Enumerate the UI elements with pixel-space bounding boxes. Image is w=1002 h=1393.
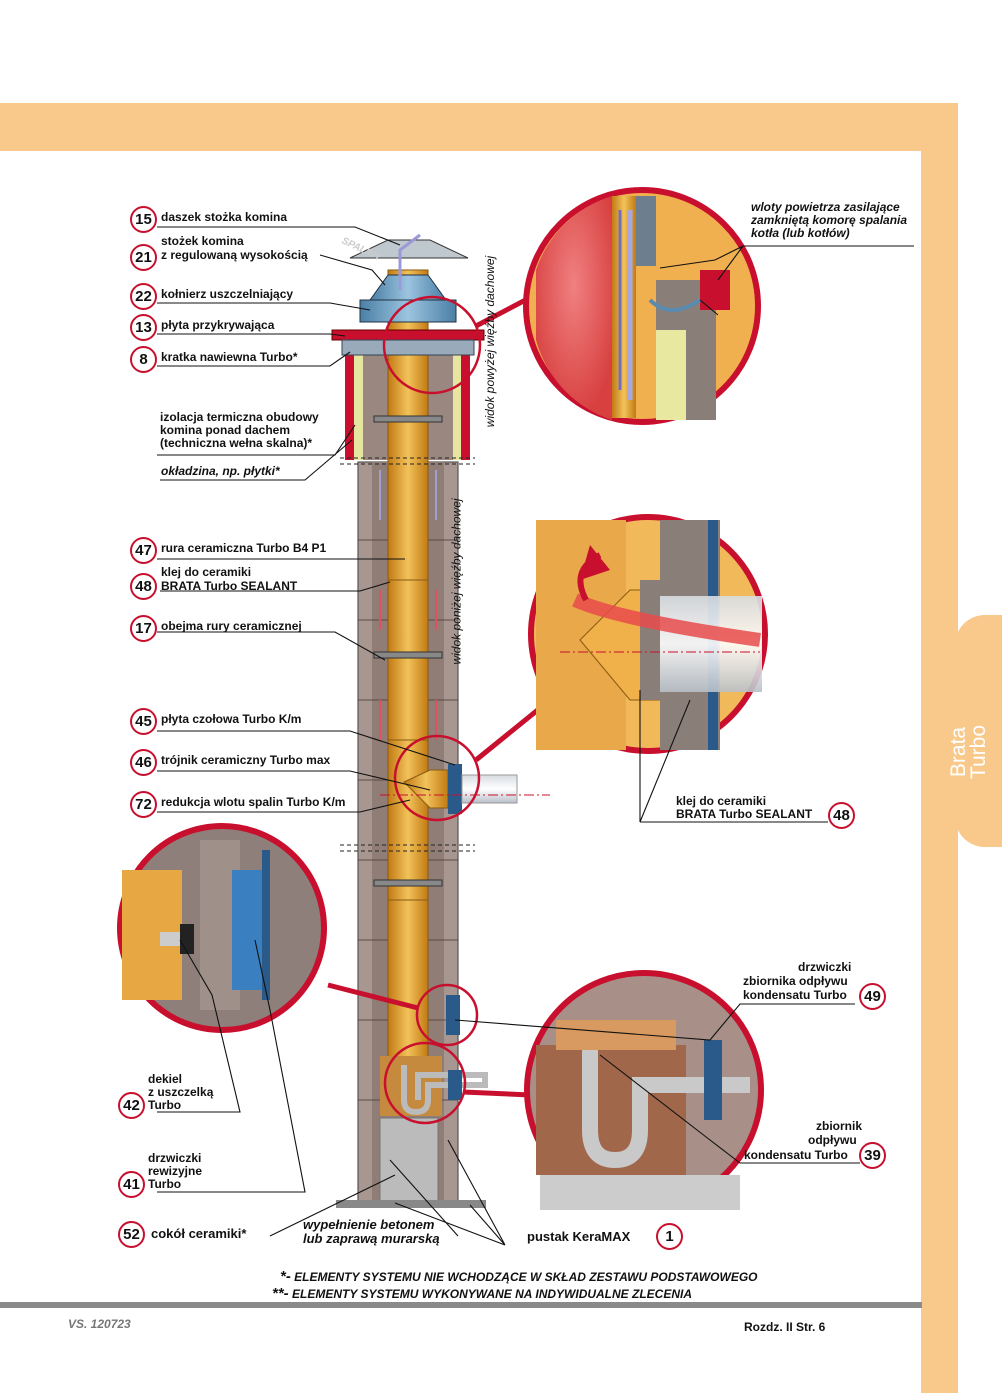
condensate-door [448, 1070, 462, 1100]
page-reference: Rozdz. II Str. 6 [744, 1320, 826, 1334]
callout-number-39: 39 [859, 1142, 886, 1169]
roof-cladding-left [345, 355, 354, 460]
cover-plate [331, 329, 485, 341]
label-flue-inlet-reduction: redukcja wlotu spalin Turbo K/m [161, 795, 346, 809]
chimney-column [331, 233, 550, 1208]
ceramic-pipe [387, 269, 429, 1061]
footnote-2: **- ELEMENTY SYSTEMU WYKONYWANE NA INDYW… [272, 1285, 693, 1302]
label-keramax-block: pustak KeraMAX [527, 1229, 631, 1244]
version-code: VS. 120723 [68, 1317, 131, 1331]
label-ceramic-tee: trójnik ceramiczny Turbo max [161, 753, 331, 767]
label-concrete-fill-line1: wypełnienie betonem [303, 1217, 435, 1232]
inspection-door [446, 995, 460, 1035]
front-plate [448, 764, 462, 814]
label-insulation-line1: izolacja termiczna obudowy [160, 410, 319, 424]
callout-number-15: 15 [130, 206, 157, 233]
callout-number-48: 48 [130, 573, 157, 600]
pipe-clamps [373, 415, 443, 887]
label-sealant-right-line1: klej do ceramiki [676, 794, 767, 808]
detail-flue-circle [528, 514, 768, 754]
label-sealant-line1: klej do ceramiki [161, 565, 252, 579]
roof-cladding-right [461, 355, 470, 460]
label-ceramic-plinth: cokół ceramiki* [151, 1226, 247, 1241]
label-pipe-clamp: obejma rury ceramicznej [161, 619, 302, 633]
label-cap-line1: dekiel [148, 1072, 183, 1086]
label-sealant-right-line2: BRATA Turbo SEALANT [676, 807, 813, 821]
detail-top-circle [523, 187, 761, 425]
callout-number-21: 21 [130, 244, 157, 271]
callout-number-52: 52 [118, 1221, 145, 1248]
callout-number-17: 17 [130, 615, 157, 642]
callout-number-48-right: 48 [828, 802, 855, 829]
flue-inlet-duct [461, 774, 518, 804]
label-air-inlets-line2: zamkniętą komorę spalania [751, 213, 908, 227]
label-cover-plate: płyta przykrywająca [161, 318, 275, 332]
callout-number-47: 47 [130, 537, 157, 564]
label-cap-line2: z uszczelką [148, 1085, 214, 1099]
label-insulation-line3: (techniczna wełna skalna)* [160, 436, 313, 450]
detail-door-circle [117, 823, 327, 1033]
label-cladding: okładzina, np. płytki* [161, 464, 280, 478]
callout-number-72: 72 [130, 791, 157, 818]
sealing-flange [359, 299, 457, 323]
label-air-inlets-line3: kotła (lub kotłów) [751, 226, 850, 240]
callout-number-45: 45 [130, 708, 157, 735]
label-concrete-fill-line2: lub zaprawą murarską [303, 1231, 440, 1246]
label-inspection-door-line3: Turbo [148, 1177, 182, 1191]
label-condensate-tank-line2: odpływu [808, 1133, 857, 1147]
label-condensate-tank-line3: kondensatu Turbo [744, 1148, 848, 1162]
label-insulation-line2: komina ponad dachem [160, 423, 291, 437]
ceramic-plinth [336, 1200, 486, 1208]
label-cap-line3: Turbo [148, 1098, 182, 1112]
callout-number-22: 22 [130, 283, 157, 310]
chimney-hood [349, 239, 469, 259]
label-inspection-door-line2: rewizyjne [148, 1164, 203, 1178]
footnote-1: *- ELEMENTY SYSTEMU NIE WCHODZĄCE W SKŁA… [280, 1268, 758, 1285]
callout-number-46: 46 [130, 749, 157, 776]
label-ceramic-pipe: rura ceramiczna Turbo B4 P1 [161, 541, 327, 555]
label-condensate-door-line3: kondensatu Turbo [743, 988, 847, 1002]
label-condensate-tank-line1: zbiornik [816, 1119, 863, 1133]
leader-lines [157, 226, 914, 1246]
right-margin-band [921, 103, 958, 1393]
label-condensate-door-line1: drzwiczki [798, 960, 852, 974]
ventilation-grille [341, 339, 475, 356]
concrete-fill [379, 1117, 439, 1204]
callout-number-41: 41 [118, 1171, 145, 1198]
label-ventilation-grille: kratka nawiewna Turbo* [161, 350, 298, 364]
detail-condensate-circle [524, 970, 764, 1210]
callout-number-8: 8 [130, 346, 157, 373]
label-air-inlets-line1: wloty powietrza zasilające [751, 200, 900, 214]
label-sealant-line2: BRATA Turbo SEALANT [161, 579, 298, 593]
chapter-side-tab[interactable] [955, 615, 1002, 847]
label-condensate-door-line2: zbiornika odpływu [743, 974, 848, 988]
callout-number-1: 1 [656, 1223, 683, 1250]
callout-number-49: 49 [859, 983, 886, 1010]
label-sealing-flange: kołnierz uszczelniający [161, 287, 294, 301]
label-chimney-cone-line2: z regulowaną wysokością [161, 248, 308, 262]
label-chimney-cone-cap: daszek stożka komina [161, 210, 288, 224]
label-front-plate: płyta czołowa Turbo K/m [161, 712, 302, 726]
label-inspection-door-line1: drzwiczki [148, 1151, 202, 1165]
callout-number-13: 13 [130, 314, 157, 341]
label-chimney-cone-line1: stożek komina [161, 234, 244, 248]
callout-circles [117, 187, 768, 1210]
label-view-below-rafters: widok poniżej więźby dachowej [449, 498, 464, 665]
header-band [0, 103, 958, 151]
siphon-pipe [401, 1065, 488, 1116]
callout-number-42: 42 [118, 1092, 145, 1119]
label-view-above-rafters: widok powyżej więźby dachowej [483, 255, 498, 428]
footer-rule [0, 1302, 922, 1308]
